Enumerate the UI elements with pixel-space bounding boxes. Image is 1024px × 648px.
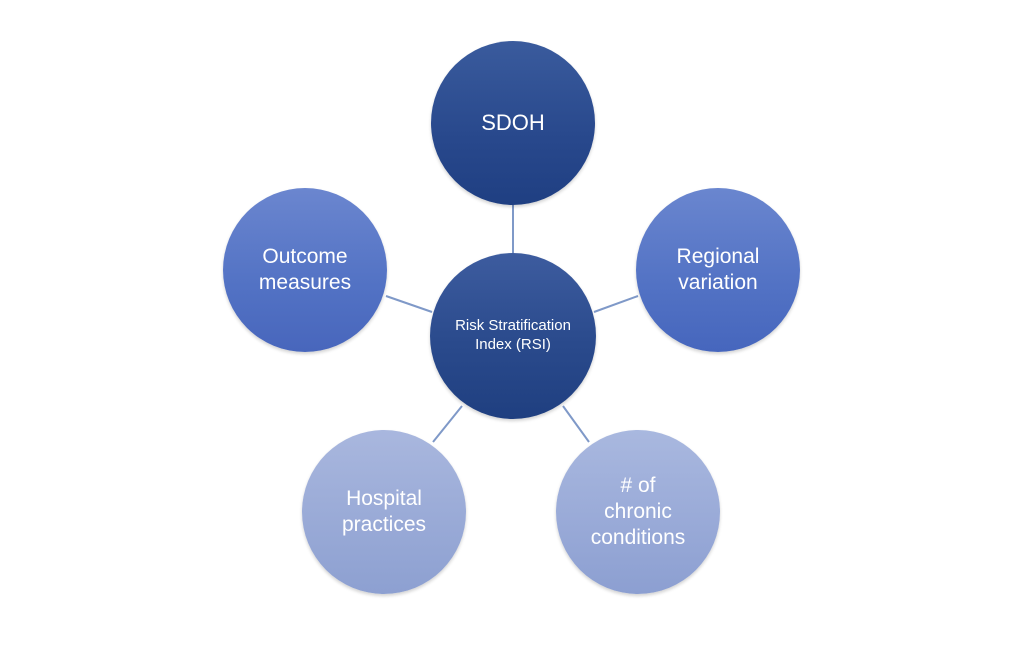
connector-chronic-conditions [562, 405, 590, 443]
connector-hospital-practices [432, 405, 463, 443]
node-sdoh-label: SDOH [481, 110, 545, 136]
node-risk-stratification-index: Risk Stratification Index (RSI) [430, 253, 596, 419]
node-sdoh: SDOH [431, 41, 595, 205]
connector-outcome-measures [385, 295, 433, 313]
node-outcome-measures: Outcome measures [223, 188, 387, 352]
node-hospital-practices: Hospital practices [302, 430, 466, 594]
node-regional-variation-label: Regional variation [676, 244, 760, 294]
node-chronic-conditions-label: # of chronic conditions [590, 473, 686, 550]
node-regional-variation: Regional variation [636, 188, 800, 352]
node-center-label: Risk Stratification Index (RSI) [455, 317, 571, 353]
node-hospital-practices-label: Hospital practices [341, 486, 427, 536]
connector-regional-variation [593, 295, 639, 313]
node-outcome-measures-label: Outcome measures [258, 244, 352, 294]
node-chronic-conditions: # of chronic conditions [556, 430, 720, 594]
